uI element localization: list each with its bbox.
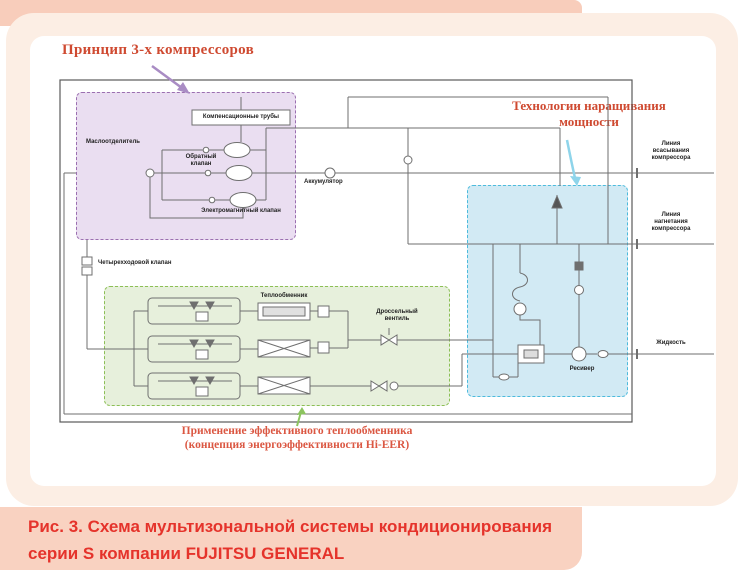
- figure-caption-band: [0, 507, 582, 570]
- caption-heat-exchanger-concept: Применение эффективного теплообменника (…: [102, 424, 492, 452]
- figure-caption: Рис. 3. Схема мультизональной системы ко…: [28, 513, 552, 567]
- label-accumulator: Аккумулятор: [304, 179, 343, 185]
- heading-capacity-line2: мощности: [559, 114, 619, 129]
- label-suction-line: Линия всасывания компрессора: [651, 141, 691, 161]
- label-oil-separator: Маслоотделитель: [86, 139, 140, 145]
- heading-three-compressors: Принцип 3-х компрессоров: [62, 42, 255, 58]
- heading-capacity-technologies: Технологии наращивания мощности: [480, 98, 698, 130]
- label-check-valve: Обратный клапан: [185, 154, 217, 167]
- label-discharge-line: Линия нагнетания компрессора: [651, 212, 691, 232]
- heading-capacity-line1: Технологии наращивания: [512, 98, 666, 113]
- label-solenoid-valve: Электромагнитный клапан: [201, 208, 281, 214]
- figure-caption-line1: Рис. 3. Схема мультизональной системы ко…: [28, 517, 552, 536]
- capacity-group-box: [467, 185, 628, 397]
- label-heat-exchanger: Теплообменник: [260, 293, 308, 299]
- label-receiver: Ресивер: [569, 366, 595, 372]
- label-liquid-line: Жидкость: [656, 340, 686, 346]
- label-throttle-valve: Дроссельный вентиль: [376, 309, 418, 322]
- caption-heat-exchanger-line2: (концепция энергоэффективности Hi-EER): [184, 439, 410, 451]
- label-four-way-valve: Четырехходовой клапан: [98, 260, 172, 266]
- figure-caption-line2: серии S компании FUJITSU GENERAL: [28, 544, 345, 563]
- label-compensation-pipes: Компенсационные трубы: [202, 113, 280, 120]
- caption-heat-exchanger-line1: Применение эффективного теплообменника: [181, 425, 413, 437]
